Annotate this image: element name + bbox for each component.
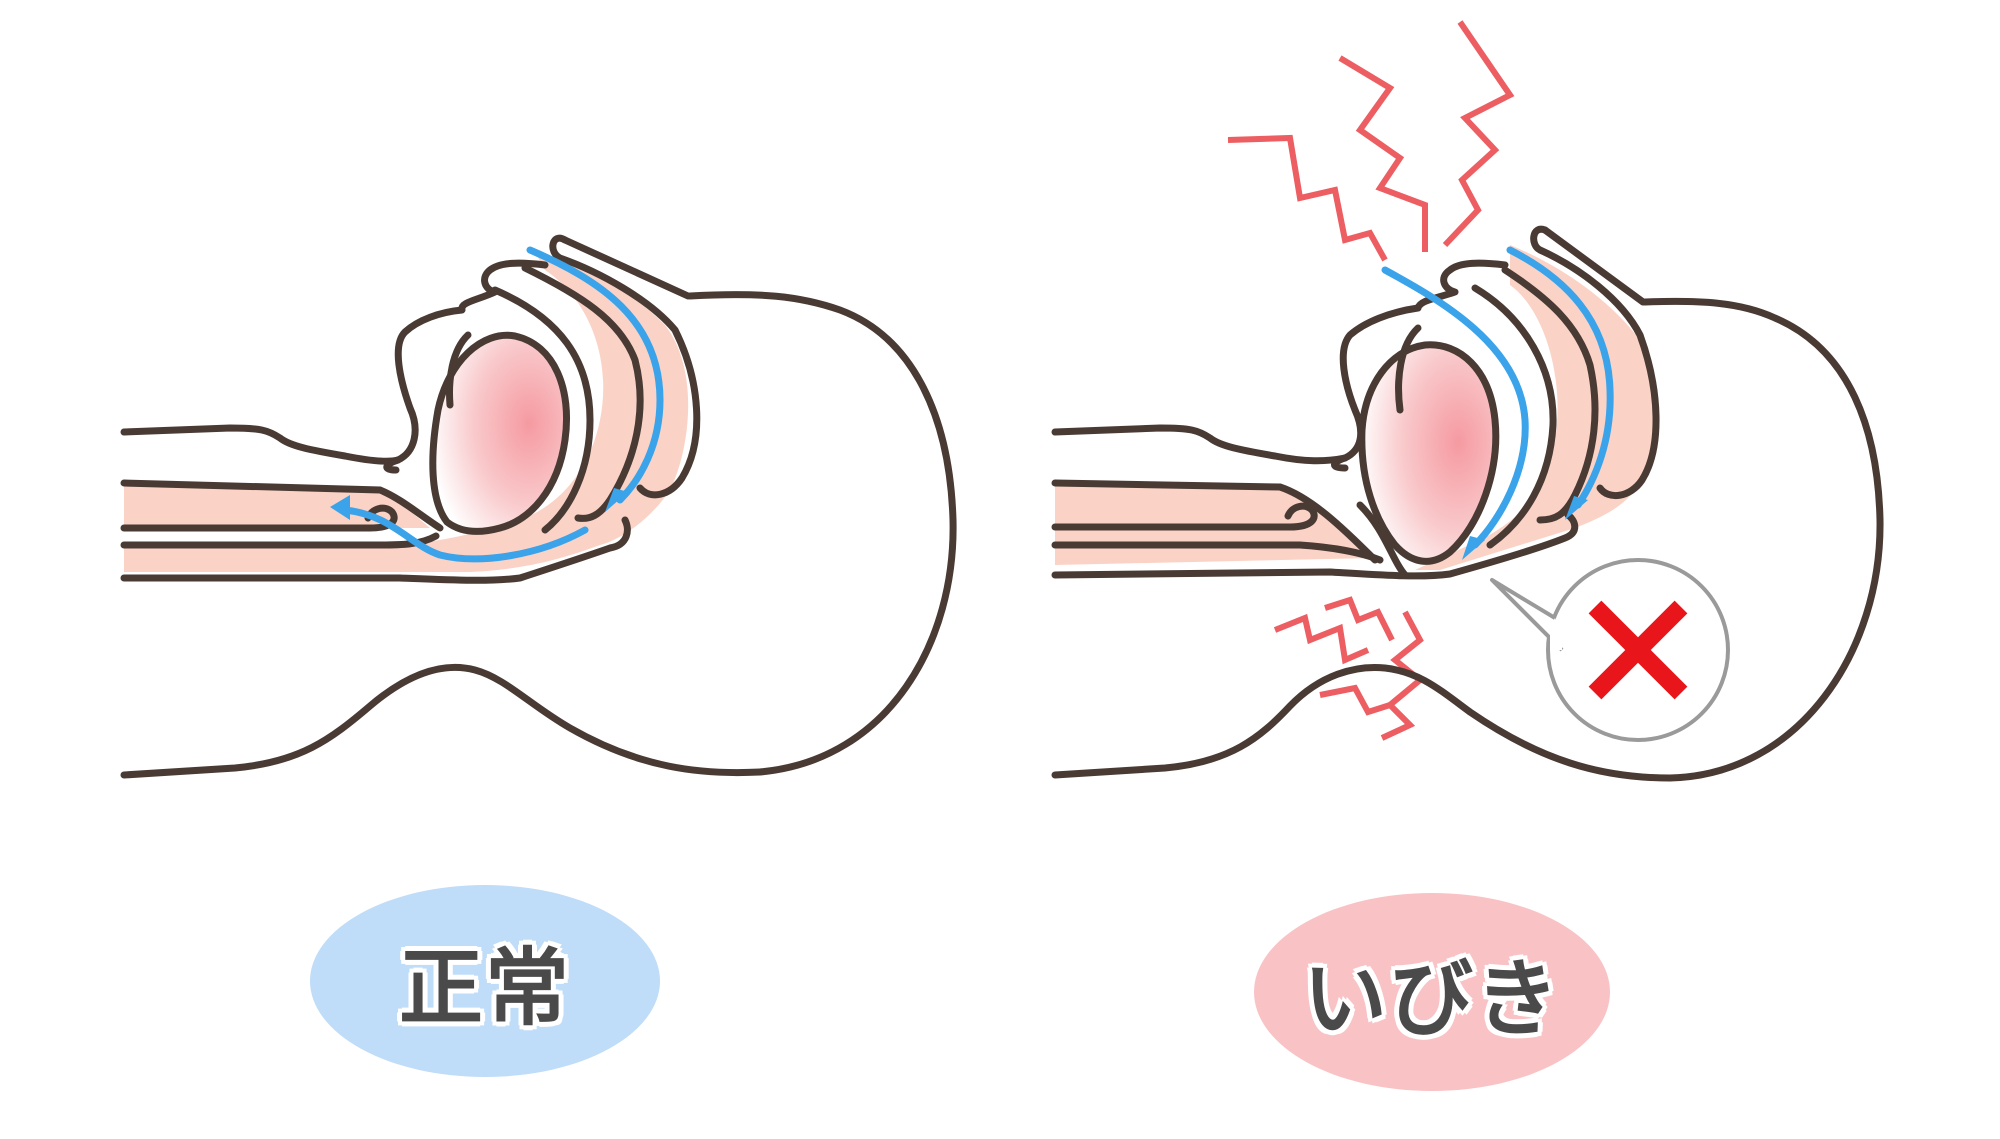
arrow-icon — [330, 495, 350, 520]
normal-label: 正常 — [398, 938, 571, 1037]
airflow-arrow-throat — [341, 506, 589, 563]
head-outline — [1641, 297, 1884, 782]
chin-line — [120, 424, 402, 465]
arrow-icon — [1462, 536, 1485, 560]
mouth-outline — [1331, 259, 1509, 472]
airflow-arrow-mouth — [1381, 266, 1529, 549]
inner-mouth — [446, 331, 472, 409]
cross-icon — [1588, 600, 1688, 700]
throat-bottom — [1051, 511, 1579, 580]
nasal-wall — [549, 234, 701, 499]
pharynx-wall — [491, 286, 594, 534]
nose-outline — [1541, 226, 1647, 306]
normal-panel — [120, 234, 957, 779]
trachea-mid — [1051, 502, 1318, 531]
palate-wall — [1501, 266, 1599, 524]
nose-outline — [561, 236, 692, 300]
tongue — [429, 331, 571, 535]
pillow-outline — [120, 663, 764, 779]
vibration-icon — [1324, 596, 1395, 642]
callout-pointer — [1490, 578, 1564, 652]
trachea-lower — [1051, 541, 1384, 564]
nasal-wall — [1530, 225, 1660, 499]
arrow-icon — [1565, 496, 1588, 520]
pillow-outline — [1051, 664, 1674, 782]
inner-mouth — [1395, 324, 1422, 414]
trachea-top — [1051, 479, 1379, 564]
throat-bottom — [120, 516, 631, 584]
mouth-outline — [383, 259, 549, 474]
chin-line — [1051, 424, 1349, 465]
palate-wall — [521, 264, 644, 522]
vibration-icon — [1442, 20, 1515, 248]
head-outline — [686, 291, 957, 776]
vibration-icon — [1338, 55, 1428, 252]
vibration-icon — [1227, 134, 1388, 262]
normal-badge-bg — [310, 885, 660, 1077]
arrow-icon — [605, 488, 628, 512]
snoring-label: いびき — [1302, 949, 1561, 1048]
snoring-panel — [1051, 20, 1884, 782]
snoring-badge: いびき — [1254, 893, 1610, 1091]
vibration-icon — [1273, 613, 1370, 665]
snoring-badge-bg — [1254, 893, 1610, 1091]
tongue — [1358, 341, 1500, 565]
normal-badge: 正常 — [310, 885, 660, 1077]
airflow-arrow-nasal — [1506, 246, 1614, 509]
collapsed-throat — [1356, 501, 1409, 579]
trachea-mid — [120, 504, 398, 532]
vibration-icon — [1319, 684, 1391, 716]
trachea-lower — [120, 532, 440, 549]
trachea-fill — [124, 483, 430, 528]
pharynx-wall — [1471, 284, 1557, 549]
airflow-arrow-nasal — [526, 246, 664, 504]
trachea-top — [120, 479, 444, 532]
